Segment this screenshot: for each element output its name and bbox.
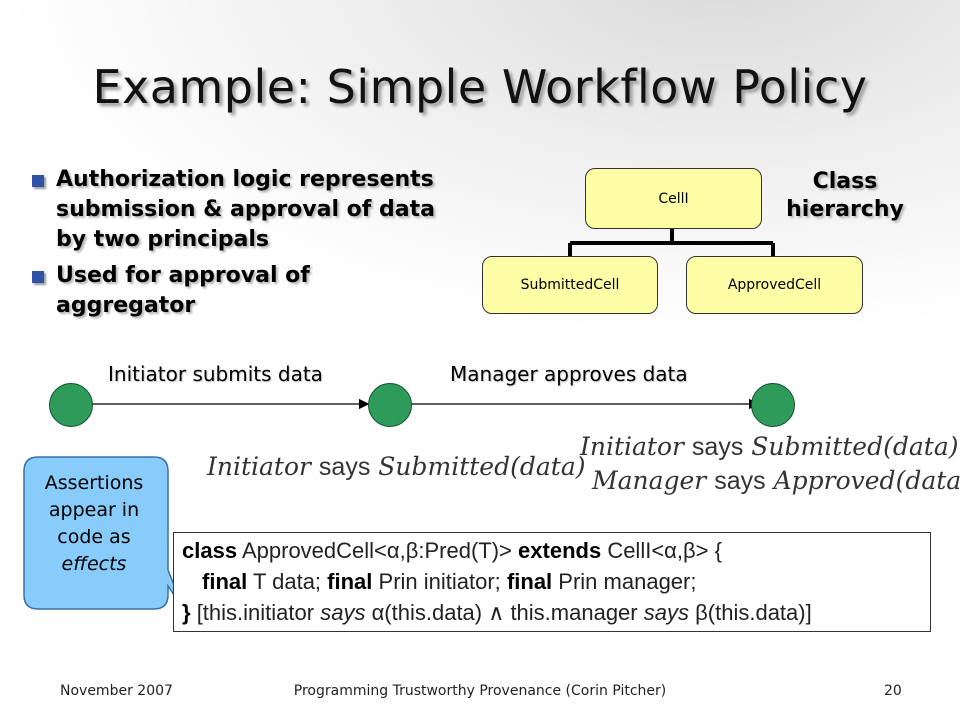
code-text: β(this.data)] [695,600,812,625]
code-keyword: final [506,569,553,594]
code-keyword: extends [518,538,602,563]
bullet-list: Authorization logic represents submissio… [30,165,450,327]
square-bullet-icon [32,271,44,283]
code-text: ApprovedCell<α,β:Pred(T)> [241,538,512,563]
formula-arg: (data) [895,466,960,495]
formula-says: says [714,467,766,495]
class-node-celli: CellI [585,168,762,229]
code-text: Prin manager; [558,569,697,594]
formula-says: says [691,433,744,461]
code-text: [this.initiator [196,600,315,625]
page-number: 20 [884,683,902,699]
code-brace: } [182,600,191,625]
code-line-2: final T data; final Prin initiator; fina… [182,566,922,597]
code-snippet: class ApprovedCell<α,β:Pred(T)> extends … [173,532,931,632]
bullet-item: Authorization logic represents submissio… [30,165,450,255]
formula-arg: (data) [510,452,586,481]
class-hierarchy-label: Class hierarchy [786,169,904,222]
formula-line-initiator: Initiator says Submitted(data) ∧ [580,432,960,462]
callout-emphasis: effects [61,553,127,575]
footer-title: Programming Trustworthy Provenance (Cori… [293,683,667,699]
transition-label-approve: Manager approves data [450,362,688,386]
code-says: says [320,600,366,625]
bullet-text: Used for approval of aggregator [56,263,310,318]
formula-principal: Initiator [207,452,311,481]
transition-label-submit: Initiator submits data [108,362,323,386]
workflow-state-approved [751,383,795,427]
workflow-state-submitted [368,383,412,427]
code-line-1: class ApprovedCell<α,β:Pred(T)> extends … [182,535,922,566]
bullet-text: Authorization logic represents submissio… [56,167,435,252]
callout-body: Assertions appear in code as [44,472,144,548]
code-text: T data; [252,569,322,594]
code-text: CellI<α,β> { [607,538,722,563]
code-text: α(this.data) ∧ this.manager [371,600,638,625]
square-bullet-icon [32,175,44,187]
formula-submitted: Initiator says Submitted(data) [207,452,585,482]
formula-line-manager: Manager says Approved(data) [592,466,960,496]
slide-title: Example: Simple Workflow Policy [92,60,868,114]
formula-predicate: Submitted [751,432,884,461]
formula-predicate: Approved [773,466,896,495]
footer-date: November 2007 [60,683,173,699]
code-keyword: class [182,538,238,563]
code-keyword: final [202,569,248,594]
workflow-state-start [49,383,93,427]
formula-principal: Initiator [580,432,684,461]
formula-principal: Manager [592,466,707,495]
code-keyword: final [327,569,373,594]
class-node-approvedcell: ApprovedCell [686,256,863,314]
formula-arg: (data) [883,432,959,461]
code-text: Prin initiator; [378,569,501,594]
formula-says: says [318,453,371,481]
bullet-item: Used for approval of aggregator [30,261,450,321]
formula-predicate: Submitted [378,452,511,481]
callout-text: Assertions appear in code as effects [24,470,164,578]
code-line-3: } [this.initiator says α(this.data) ∧ th… [182,597,922,628]
code-says: says [643,600,689,625]
class-node-submittedcell: SubmittedCell [482,256,658,314]
